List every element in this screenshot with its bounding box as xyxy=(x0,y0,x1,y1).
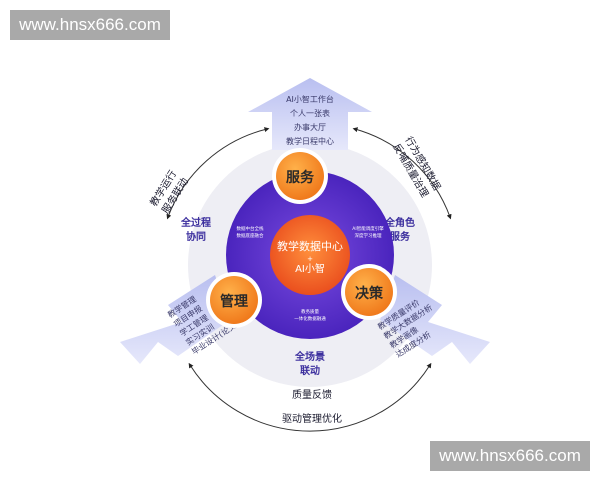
inner-note-right: AI智能调度引擎 xyxy=(352,225,384,232)
outer-label-bottom: 驱动管理优化 xyxy=(282,412,342,425)
orbit-arc-bottom xyxy=(188,362,432,432)
center-subtitle: AI小智 xyxy=(295,262,325,275)
arrow-up-item: AI小智工作台 xyxy=(286,94,334,104)
node-decide: 决策 xyxy=(341,264,397,320)
watermark-top: www.hnsx666.com xyxy=(10,10,170,40)
ring-label-full-process: 全过程 xyxy=(180,216,211,229)
ring-label-full-role: 服务 xyxy=(390,230,411,243)
orbit-arc-top-right xyxy=(352,127,452,220)
inner-note-left: 数据底座融合 xyxy=(237,232,264,239)
node-manage-label: 管理 xyxy=(220,293,248,310)
inner-note-right: 深度学习推理 xyxy=(355,232,382,239)
inner-note-bottom: 教务质量 xyxy=(301,308,319,315)
ring-label-full-scene: 全场景 xyxy=(294,350,325,363)
center-core xyxy=(270,215,350,295)
ring-label-full-role: 全角色 xyxy=(384,216,415,229)
center-plus: + xyxy=(307,255,313,263)
arrow-service-up: AI小智工作台 个人一张表 办事大厅 教学日程中心 xyxy=(248,78,372,150)
node-service-label: 服务 xyxy=(286,169,315,186)
center-title: 教学数据中心 xyxy=(277,239,343,253)
watermark-bottom: www.hnsx666.com xyxy=(430,441,590,471)
arrow-up-item: 办事大厅 xyxy=(294,122,326,132)
inner-note-left: 数据中台全栈 xyxy=(237,225,264,232)
inner-note-bottom: 一体化数据融通 xyxy=(294,315,326,322)
outer-label-bottom: 质量反馈 xyxy=(292,388,332,401)
orbit-arc-top-left xyxy=(166,127,270,220)
arrow-up-item: 教学日程中心 xyxy=(286,136,334,146)
node-manage: 管理 xyxy=(206,272,262,328)
node-service: 服务 xyxy=(272,148,328,204)
arrow-up-item: 个人一张表 xyxy=(290,108,330,118)
ring-label-full-process: 协同 xyxy=(186,230,206,243)
node-decide-label: 决策 xyxy=(355,285,384,302)
ring-label-full-scene: 联动 xyxy=(300,364,320,377)
